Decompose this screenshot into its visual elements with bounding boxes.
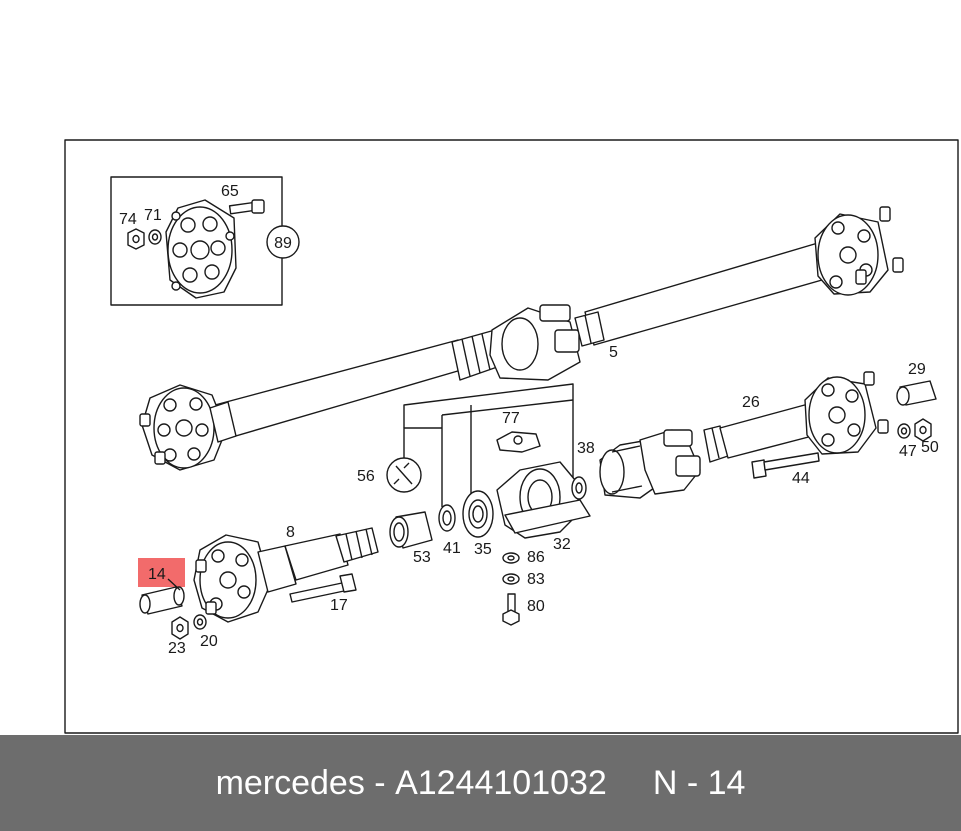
callout-65: 65 (221, 183, 239, 200)
callout-35: 35 (474, 541, 492, 558)
part-info-footer: mercedes - A1244101032 N - 14 (0, 735, 961, 831)
callout-86: 86 (527, 549, 545, 566)
callout-14: 14 (148, 566, 166, 583)
callout-89-circle (266, 225, 300, 259)
wrench-symbol (386, 457, 422, 493)
kit-leader-lines (403, 383, 574, 507)
part-86-washer (502, 552, 520, 564)
part-14-highlight (138, 558, 185, 587)
inset-flex-disc (165, 199, 237, 299)
part-20-washer (193, 614, 207, 630)
part-77-clip (496, 431, 541, 453)
part-8-front-shaft (193, 527, 379, 623)
part-17-bolt (289, 573, 357, 603)
footer-separator: - (364, 763, 396, 802)
part-83-lock-washer (502, 573, 520, 585)
callout-23: 23 (168, 640, 186, 657)
callout-26: 26 (742, 394, 760, 411)
callout-8: 8 (286, 524, 295, 541)
callout-56: 56 (357, 468, 375, 485)
callout-80: 80 (527, 598, 545, 615)
part-41-ring (438, 504, 456, 532)
callout-77: 77 (502, 410, 520, 427)
callout-labels: 65 74 71 89 5 77 29 26 38 56 47 50 44 8 … (119, 183, 939, 657)
main-propeller-shaft (139, 206, 904, 471)
part-number: A1244101032 (395, 763, 607, 802)
part-38-ring (571, 476, 587, 500)
callout-89: 89 (274, 235, 292, 252)
part-35-bearing (462, 490, 494, 538)
inset-washer (148, 229, 162, 245)
part-32-center-support (496, 461, 591, 539)
callout-17: 17 (330, 597, 348, 614)
inset-bolt (228, 199, 265, 215)
callout-38: 38 (577, 440, 595, 457)
part-29-bushing (896, 380, 937, 406)
brand-name: mercedes (215, 763, 365, 802)
callout-29: 29 (908, 361, 926, 378)
callout-44: 44 (792, 470, 810, 487)
callout-47: 47 (899, 443, 917, 460)
callout-41: 41 (443, 540, 461, 557)
part-80-bolt (502, 593, 520, 626)
part-26-rear-shaft (599, 371, 889, 499)
part-23-nut (171, 616, 189, 640)
part-53-sleeve (389, 511, 433, 549)
part-47-washer (897, 423, 911, 439)
part-44-bolt (751, 452, 820, 479)
callout-32: 32 (553, 536, 571, 553)
diagram-reference: N - 14 (652, 763, 746, 802)
callout-71: 71 (144, 207, 162, 224)
callout-5: 5 (609, 344, 618, 361)
exploded-parts-diagram: 65 74 71 89 5 77 29 26 38 56 47 50 44 8 … (64, 139, 959, 734)
callout-74: 74 (119, 211, 137, 228)
callout-50: 50 (921, 439, 939, 456)
callout-53: 53 (413, 549, 431, 566)
callout-20: 20 (200, 633, 218, 650)
part-14-sleeve (139, 578, 185, 615)
callout-83: 83 (527, 571, 545, 588)
part-50-nut (914, 418, 932, 442)
inset-nut (127, 228, 145, 250)
